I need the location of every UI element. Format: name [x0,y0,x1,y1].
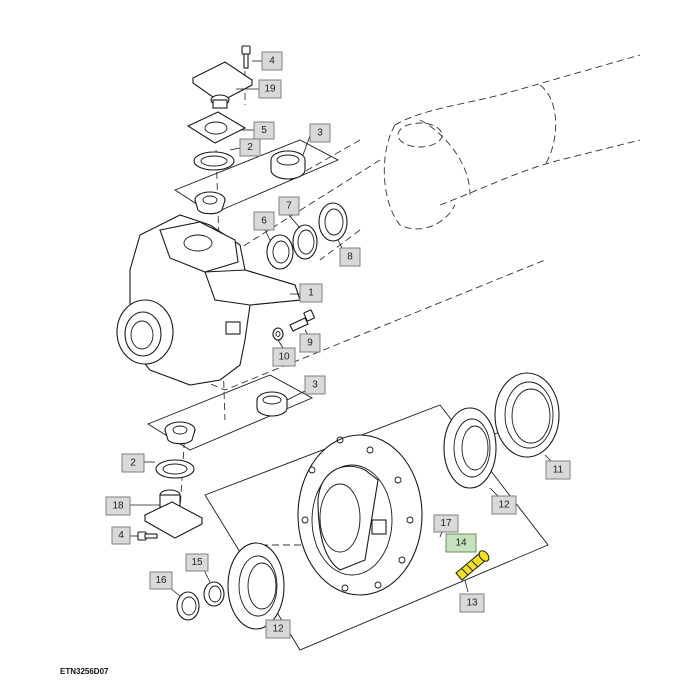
ring-15 [203,581,225,607]
svg-text:6: 6 [261,216,267,227]
steering-knuckle [116,214,301,386]
svg-text:3: 3 [312,380,318,391]
bearing-right [443,407,497,489]
callout-8[interactable]: 8 [339,247,361,267]
svg-text:16: 16 [155,575,167,586]
callout-7[interactable]: 7 [278,196,300,216]
callout-4-lower[interactable]: 4 [111,526,131,545]
bolt-lower [137,531,158,541]
wheel-hub [297,434,423,596]
callout-19[interactable]: 19 [258,79,282,99]
svg-text:11: 11 [553,465,564,476]
svg-text:17: 17 [440,518,452,529]
callout-14-highlighted[interactable]: 14 [445,533,477,553]
callout-3-upper[interactable]: 3 [309,123,331,143]
svg-text:19: 19 [264,84,276,95]
bearing-cup-lower [256,391,288,417]
callout-5[interactable]: 5 [253,121,275,140]
callout-1[interactable]: 1 [299,283,323,303]
svg-text:4: 4 [269,56,275,67]
svg-text:3: 3 [317,128,323,139]
bolt-side [289,309,315,332]
bearing-cone-lower [164,421,196,445]
callout-13[interactable]: 13 [459,593,485,613]
axle-housing [383,54,641,230]
wheel-stud-highlighted [455,550,490,581]
nut [272,327,284,341]
svg-text:5: 5 [261,125,267,136]
ring-8 [318,202,348,242]
top-cap [191,61,254,109]
ring-6 [266,234,294,270]
callout-4-upper[interactable]: 4 [261,51,283,71]
bearing-cone-upper [194,191,226,215]
svg-text:12: 12 [498,500,510,511]
svg-text:1: 1 [308,288,314,299]
svg-text:2: 2 [247,142,253,153]
bearing-left [227,542,285,630]
svg-text:15: 15 [191,557,203,568]
svg-text:2: 2 [130,458,136,469]
callout-9[interactable]: 9 [299,333,321,353]
svg-text:14: 14 [455,538,467,549]
svg-text:12: 12 [272,624,284,635]
svg-text:7: 7 [286,201,292,212]
svg-text:4: 4 [118,530,124,541]
callout-16[interactable]: 16 [149,571,173,590]
callout-2-lower[interactable]: 2 [121,453,145,473]
svg-text:9: 9 [307,338,313,349]
ring-16 [176,591,200,621]
callout-2-upper[interactable]: 2 [239,138,261,157]
callout-12-right[interactable]: 12 [491,495,517,515]
callout-18[interactable]: 18 [105,496,131,516]
svg-text:10: 10 [278,352,290,363]
svg-text:18: 18 [112,501,124,512]
seal-right [494,372,560,458]
callout-11[interactable]: 11 [545,460,571,480]
seal-upper [193,151,235,171]
callout-12-lower[interactable]: 12 [265,619,291,639]
bearing-cup-upper [270,150,306,180]
callout-10[interactable]: 10 [272,347,296,367]
callout-3-lower[interactable]: 3 [304,375,326,395]
figure-id: ETN3256D07 [60,667,109,676]
callout-6[interactable]: 6 [253,211,275,231]
svg-text:13: 13 [466,598,478,609]
callout-17[interactable]: 17 [433,514,459,533]
callout-15[interactable]: 15 [185,553,209,572]
svg-text:8: 8 [347,252,353,263]
shim-plate [186,111,247,144]
ring-7 [292,224,318,260]
seal-lower [155,459,195,479]
bottom-cap [143,489,204,539]
bolt-upper [241,45,251,69]
